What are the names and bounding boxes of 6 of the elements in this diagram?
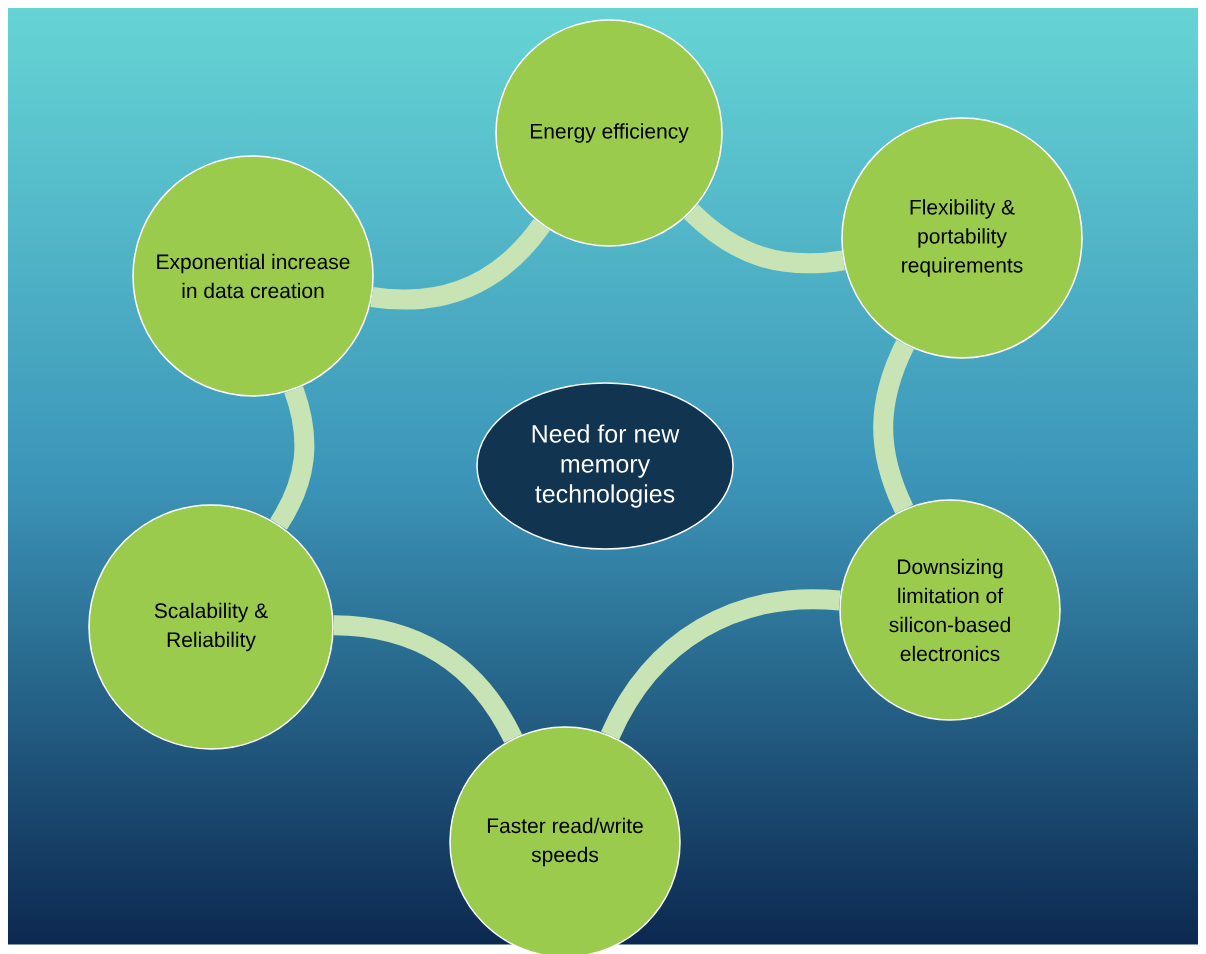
ring-segment — [601, 589, 841, 740]
ring-segment — [873, 340, 915, 514]
ring-segment — [370, 218, 550, 310]
ring-segment — [333, 615, 522, 744]
ring-segment — [684, 204, 845, 274]
ring-segment — [269, 386, 315, 530]
